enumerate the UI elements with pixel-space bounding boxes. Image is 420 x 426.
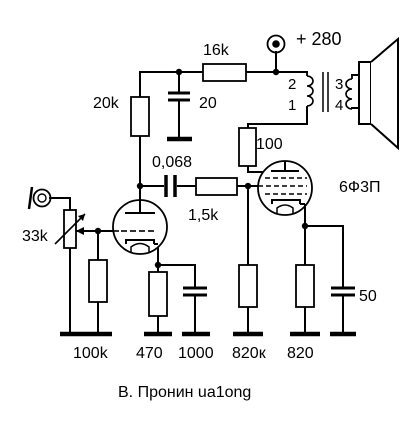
resistor-20k [130, 96, 150, 137]
label-pot: 33k [22, 228, 49, 245]
label-r-plate2: 100 [256, 136, 283, 153]
ground-bars [60, 136, 356, 337]
label-credit: В. Пронин ua1ong [118, 384, 251, 401]
capacitor-1000 [183, 286, 207, 297]
capacitor-20 [168, 91, 190, 102]
potentiometer-33k [54, 209, 86, 249]
input-tube-triode [112, 199, 168, 255]
resistor-820 [295, 264, 315, 308]
label-tr-3: 3 [335, 76, 343, 93]
label-tr-4: 4 [335, 97, 343, 114]
resistor-820k [238, 264, 258, 308]
input-jack-icon [27, 186, 52, 210]
resistor-470 [148, 271, 168, 317]
resistor-100 [238, 127, 257, 167]
resistor-100k [88, 259, 108, 303]
label-supply: + 280 [296, 29, 342, 49]
label-c-cathode2: 50 [359, 288, 377, 305]
label-r-grid2: 820к [232, 345, 267, 362]
output-tube-pentode [257, 160, 313, 216]
supply-terminal-icon [266, 34, 286, 54]
label-r-feed: 16k [203, 42, 230, 59]
junction-dots [94, 68, 309, 269]
resistor-1-5k [195, 177, 238, 196]
label-r-cathode1: 470 [136, 345, 163, 362]
label-tr-1: 1 [288, 97, 296, 114]
label-r-plate1: 20k [93, 95, 120, 112]
speaker-icon [358, 36, 399, 151]
label-tube2: 6Ф3П [339, 179, 380, 196]
label-c-feed: 20 [199, 95, 217, 112]
label-r-grid-stop: 1,5k [188, 207, 219, 224]
capacitor-0-068 [164, 175, 177, 197]
label-c-couple: 0,068 [152, 154, 192, 171]
label-tr-2: 2 [288, 76, 296, 93]
output-transformer [306, 72, 353, 112]
label-r-grid1: 100k [73, 345, 109, 362]
label-c-cathode1: 1000 [178, 345, 214, 362]
label-r-cathode2: 820 [287, 345, 314, 362]
capacitor-50 [331, 286, 355, 297]
resistor-16k [202, 63, 247, 82]
